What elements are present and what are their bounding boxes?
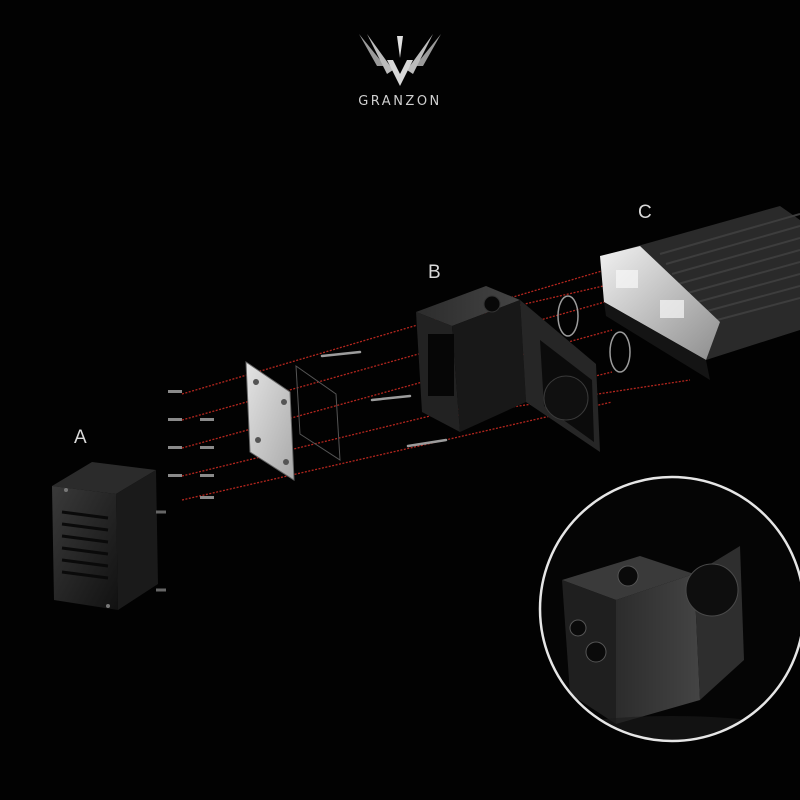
- detail-inset-circle: [538, 475, 800, 743]
- long-screws: [320, 350, 448, 448]
- screw-set-left: [168, 390, 214, 499]
- pump-top-part-a: [52, 462, 166, 610]
- part-label-b: B: [428, 262, 441, 283]
- radiator-part-c: [600, 206, 800, 380]
- o-ring-lower: [609, 331, 631, 373]
- clear-gasket: [295, 364, 341, 461]
- brand-header: GRANZON: [0, 30, 800, 109]
- brand-name: GRANZON: [358, 94, 442, 109]
- part-label-c: C: [638, 202, 652, 223]
- reservoir-bracket-part-b: [416, 286, 600, 452]
- part-label-a: A: [74, 427, 87, 448]
- steel-mounting-plate: [245, 361, 295, 481]
- granzon-wing-logo-icon: [359, 34, 441, 86]
- o-ring-upper: [557, 295, 579, 337]
